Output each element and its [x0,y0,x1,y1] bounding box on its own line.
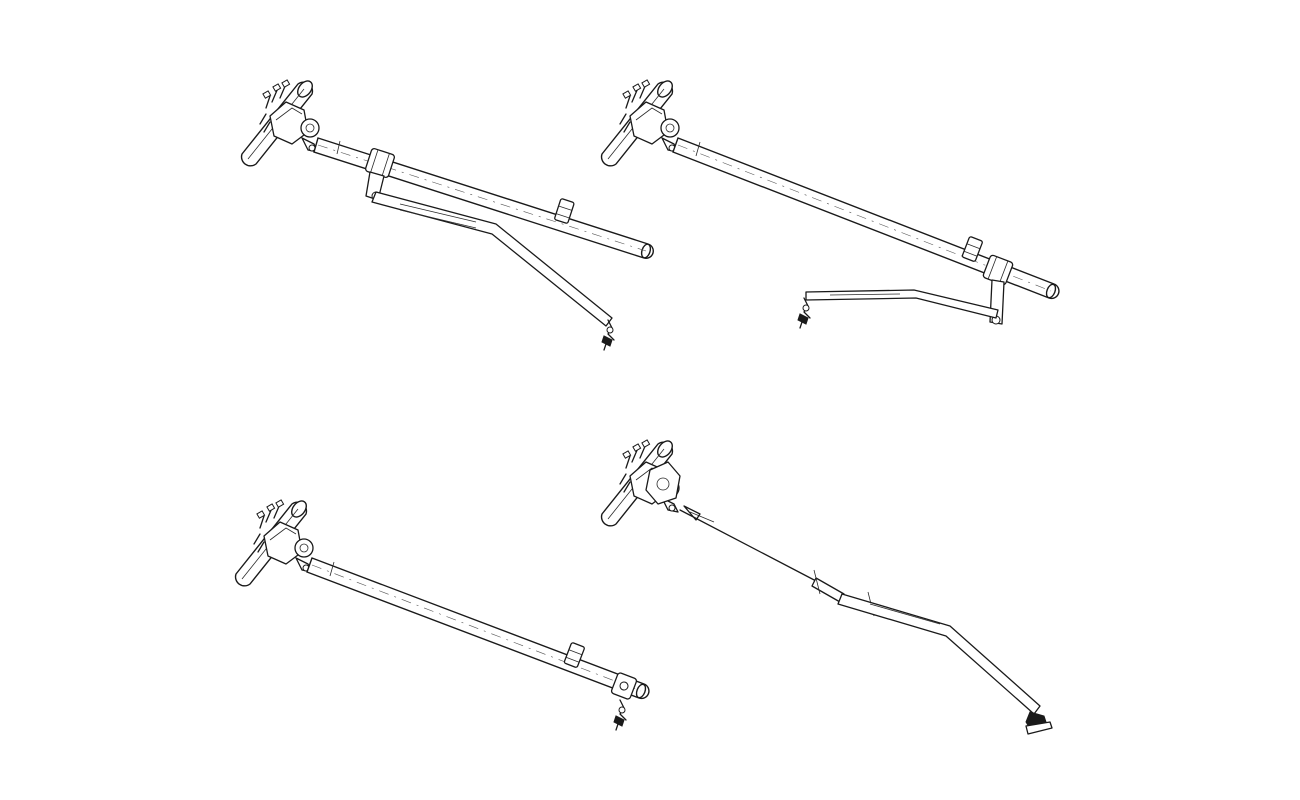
view-b [600,77,1060,329]
view-c [234,497,650,731]
view-d [600,437,1053,735]
view-a [240,77,654,351]
